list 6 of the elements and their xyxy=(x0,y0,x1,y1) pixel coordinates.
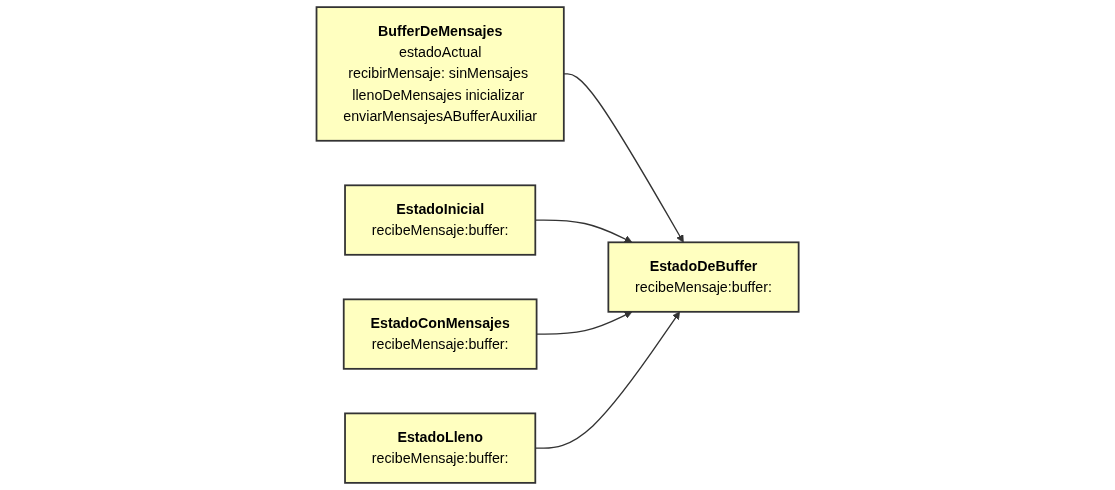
arrow xyxy=(563,73,684,243)
node-box: EstadoDeBuffer recibeMensaje:buffer: xyxy=(607,241,800,313)
node-box: EstadoInicial recibeMensaje:buffer: xyxy=(344,184,537,256)
node-box: BufferDeMensajes estadoActual recibirMensaje: sinMensajes llenoDeMensajes inicializar enviarMensajesABufferAuxiliar xyxy=(315,6,565,142)
node-box: EstadoLleno recibeMensaje:buffer: xyxy=(344,412,537,484)
node-box: EstadoConMensajes recibeMensaje:buffer: xyxy=(342,298,538,370)
